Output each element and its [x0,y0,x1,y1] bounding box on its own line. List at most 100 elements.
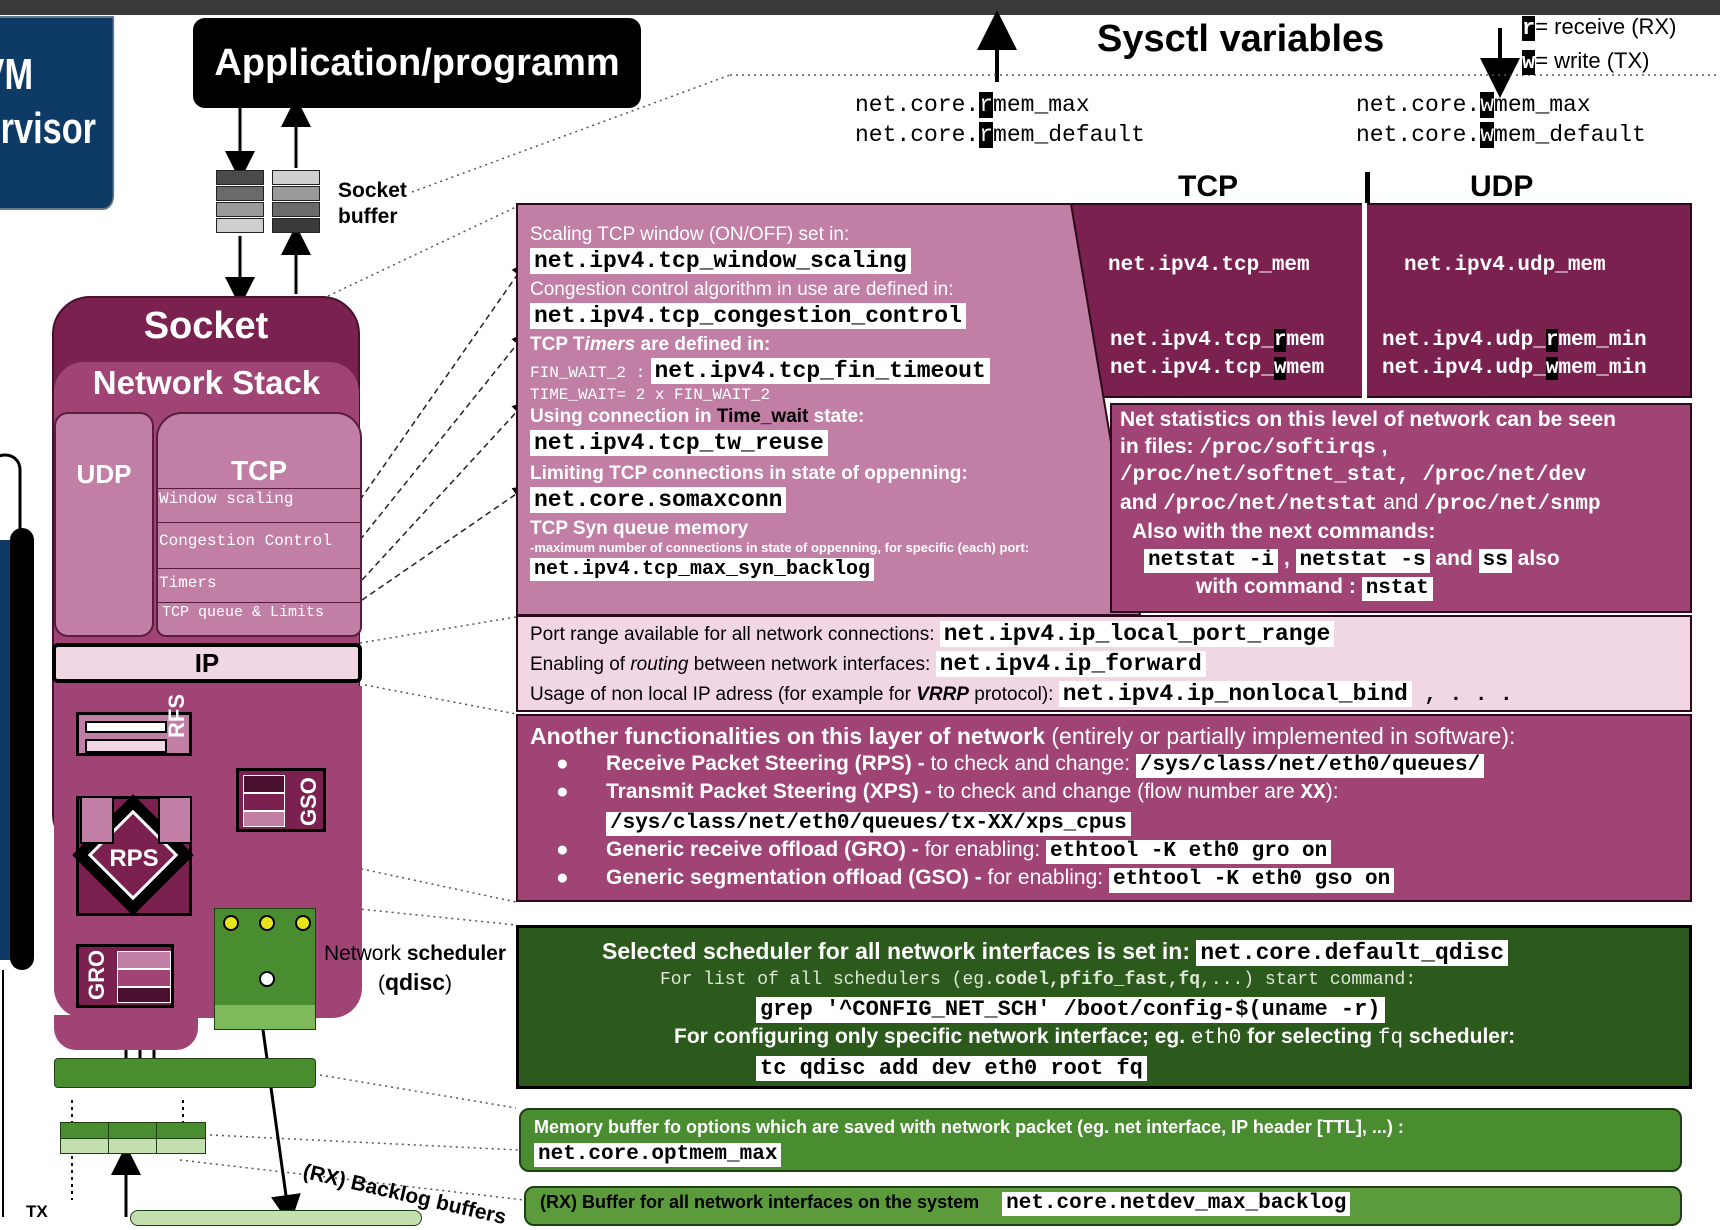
gro-stack-tail [54,1015,198,1050]
left-edge-navy [0,540,10,960]
congestion-label: Congestion control algorithm in use are … [530,279,954,300]
xps-path: /sys/class/net/eth0/queues/tx-XX/xps_cpu… [606,812,1131,837]
syn-backlog-var: net.ipv4.tcp_max_syn_backlog [530,558,875,581]
tw-reuse-label: Using connection in Time_wait state: [530,406,865,427]
wmem-default-var: net.core.wmem_default [1356,122,1646,148]
gro-bullet: ●Generic receive offload (GRO) - for ena… [530,836,1680,865]
netstat-line-1: Net statistics on this level of network … [1120,408,1616,431]
tcp-box [156,412,362,637]
socket-buffer-tx [272,170,322,234]
grep-command: grep '^CONFIG_NET_SCH' /boot/config-$(un… [756,997,1385,1023]
congestion-var: net.ipv4.tcp_congestion_control [530,303,966,330]
optmem-var: net.core.optmem_max [534,1143,782,1168]
netstat-line-4: and /proc/net/netstat and /proc/net/snmp [1120,491,1601,516]
network-stack-title: Network Stack [92,364,321,401]
tcp-mem-var: net.ipv4.tcp_mem [1108,254,1310,277]
tcp-config-content: Scaling TCP window (ON/OFF) set in: net.… [530,222,1130,582]
optmem-content: Memory buffer fo options which are saved… [534,1114,1404,1168]
tcp-wmem-var: net.ipv4.tcp_wmem [1110,357,1325,380]
cmd-nstat: nstat [1361,577,1433,602]
backlog-buffers-icon [60,1122,206,1154]
legend-r-letter: r [1522,16,1536,41]
tc-command-row: tc qdisc add dev eth0 root fq [516,1053,1692,1082]
tcp-rwmem-vars: net.ipv4.tcp_rmem net.ipv4.tcp_wmem [1110,327,1324,383]
udp-box: UDP [54,412,154,637]
kvm-hypervisor-box: VM ervisor [0,16,115,210]
udp-rwmem-vars: net.ipv4.udp_rmem_min net.ipv4.udp_wmem_… [1382,327,1647,383]
tc-command: tc qdisc add dev eth0 root fq [756,1055,1147,1082]
application-box: Application/programm [193,18,641,108]
port-range-row: Port range available for all network con… [530,620,1513,650]
udp-mem-var: net.ipv4.udp_mem [1404,254,1606,277]
ip-forward-var: net.ipv4.ip_forward [935,651,1206,678]
nonlocal-bind-row: Usage of non local IP adress (for exampl… [530,681,1513,708]
somaxconn-var: net.core.somaxconn [530,487,787,514]
rmem-max-var: net.core.rmem_max [855,92,1090,118]
scaling-label: Scaling TCP window (ON/OFF) set in: [530,224,850,245]
optmem-label: Memory buffer fo options which are saved… [534,1117,1404,1137]
kvm-line-2: ervisor [0,104,97,153]
tcp-rmem-var: net.ipv4.tcp_rmem [1110,329,1325,352]
tcp-row-window-scaling: Window scaling [156,488,362,522]
other-title: Another functionalities on this layer of… [530,723,1516,749]
legend-receive: r= receive (RX) [1522,14,1676,41]
ipv4-settings-content: Port range available for all network con… [530,620,1513,711]
netstat-nstat: with command : nstat [1120,573,1692,602]
wmem-vars: net.core.wmem_max net.core.wmem_default [1356,90,1646,150]
gso-label: GSO [296,777,321,826]
cmd-netstat-s: netstat -s [1295,549,1430,574]
grep-command-row: grep '^CONFIG_NET_SCH' /boot/config-$(un… [516,994,1692,1023]
socket-title: Socket [143,305,269,347]
application-title: Application/programm [214,41,620,84]
rmem-default-var: net.core.rmem_default [855,122,1145,148]
gso-bullet: ●Generic segmentation offload (GSO) - fo… [530,864,1680,893]
gso-command: ethtool -K eth0 gso on [1108,868,1395,893]
scheduler-label-a: Network [323,942,407,965]
gro-command: ethtool -K eth0 gro on [1046,840,1332,865]
ip-label: IP [194,648,220,678]
timers-label: TCP Timers are defined in: [530,334,771,355]
kvm-line-1: VM [0,50,34,99]
fin-wait-label: FIN_WAIT_2 : [530,364,646,382]
udp-rmem-var: net.ipv4.udp_rmem_min [1382,329,1647,352]
other-functionalities-content: Another functionalities on this layer of… [530,722,1680,893]
tcp-row-congestion-control: Congestion Control [156,522,362,556]
left-vertical-bar [10,528,34,970]
gso-box [236,768,326,832]
gro-label: GRO [84,949,109,1000]
rps-path: /sys/class/net/eth0/queues/ [1135,754,1485,779]
fin-timeout-var: net.ipv4.tcp_fin_timeout [650,358,990,385]
legend-w-text: = write (TX) [1535,48,1650,73]
nic-bar [130,1210,422,1226]
column-header-udp: UDP [1470,170,1534,203]
syn-sublabel: -maximum number of connections in state … [530,540,1030,555]
gro-box [76,944,174,1008]
rfs-label: RFS [164,694,189,738]
legend-r-text: = receive (RX) [1535,14,1677,39]
default-qdisc-var: net.core.default_qdisc [1196,940,1509,967]
scheduler-list-row: For list of all schedulers (eg.codel,pfi… [660,970,1417,991]
limit-label: Limiting TCP connections in state of opp… [530,463,968,484]
legend-write: w= write (TX) [1522,48,1650,75]
rmem-vars: net.core.rmem_max net.core.rmem_default [855,90,1145,150]
netstat-line-2: in files: /proc/softirqs , [1120,435,1388,460]
tcp-row-queue-limits: TCP queue & Limits [156,602,362,636]
time-wait-formula: TIME_WAIT= 2 x FIN_WAIT_2 [530,386,771,404]
tcp-udp-separator [1362,203,1367,398]
udp-label: UDP [76,459,132,489]
scheduler-label-b: scheduler [406,942,507,965]
udp-wmem-var: net.ipv4.udp_wmem_min [1382,357,1647,380]
ip-forward-row: Enabling of routing between network inte… [530,650,1513,680]
default-qdisc-row: Selected scheduler for all network inter… [516,937,1692,967]
socket-buffer-label-2: buffer [338,205,398,228]
window-top-bar [0,0,1720,15]
socket-buffer-label-1: Socket [338,179,407,202]
network-scheduler-label: Network scheduler (qdisc) [323,942,507,995]
specific-interface-row: For configuring only specific network in… [674,1024,1516,1050]
xps-bullet: ●Transmit Packet Steering (XPS) - to che… [556,780,1339,806]
legend-w-letter: w [1522,50,1536,75]
column-header-tcp: TCP [1178,170,1238,203]
qdisc-content: Selected scheduler for all network inter… [516,937,1692,1082]
syn-label: TCP Syn queue memory [530,518,749,539]
cmd-ss: ss [1478,549,1512,574]
